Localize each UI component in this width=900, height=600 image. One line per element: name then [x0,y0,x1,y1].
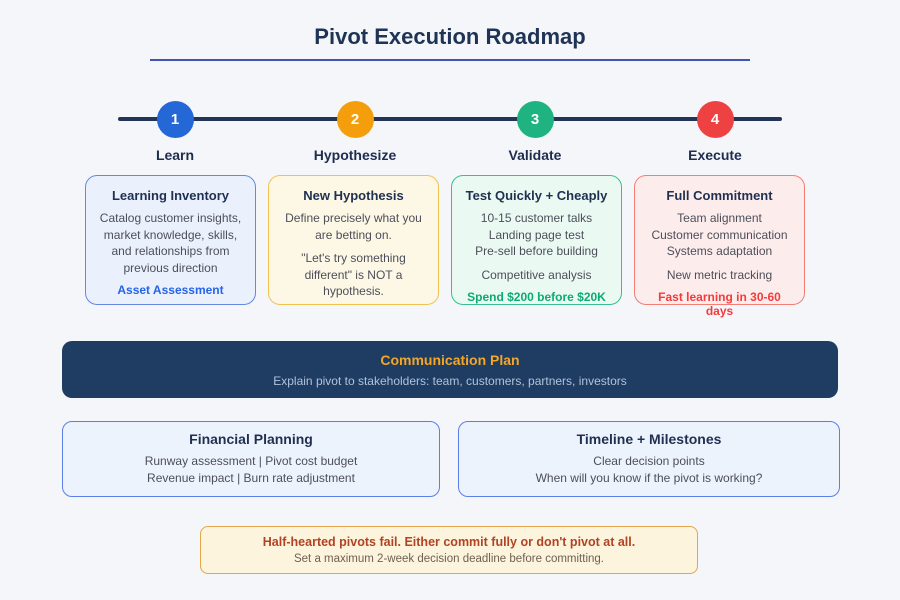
step-label-execute: Execute [688,147,742,163]
info-card-title: Timeline + Milestones [576,431,722,448]
timeline-step-validate: 3 Validate [475,101,595,163]
step-label-hypothesize: Hypothesize [313,147,397,163]
title-underline [150,59,750,61]
card-body-line: 10-15 customer talks [480,211,593,225]
page-title: Pivot Execution Roadmap [314,24,586,49]
step-label-validate: Validate [508,147,562,163]
info-card-line: Runway assessment | Pivot cost budget [144,454,358,469]
card-title: Learning Inventory [111,188,230,203]
card-title: New Hypothesis [303,188,404,203]
info-card-financial-planning: Financial Planning Runway assessment | P… [62,421,440,497]
card-body-line: Competitive analysis [481,267,592,282]
card-footer: Spend $200 before $20K [467,290,606,305]
card-body-line: Define precisely what you are betting on… [285,211,422,242]
timeline-step-execute: 4 Execute [655,101,775,163]
card-title: Full Commitment [666,188,773,203]
card-body-line: "Let's try something different" is NOT a… [301,251,406,299]
step-circle-2: 2 [336,101,374,138]
warning-note-title: Half-hearted pivots fail. Either commit … [262,535,636,549]
phase-card-row: Learning Inventory Catalog customer insi… [85,175,805,318]
card-body-line: Team alignment [677,211,762,225]
timeline-line [118,117,782,121]
info-card-timeline-milestones: Timeline + Milestones Clear decision poi… [458,421,840,497]
phase-card-full-commitment: Full Commitment Team alignment Customer … [634,175,805,318]
banner-subtitle: Explain pivot to stakeholders: team, cus… [273,373,627,388]
card-title: Test Quickly + Cheaply [465,188,608,203]
banner-title: Communication Plan [380,351,520,368]
step-label-learn: Learn [155,147,195,163]
warning-note-subtitle: Set a maximum 2-week decision deadline b… [293,553,604,565]
step-circle-1: 1 [156,101,194,138]
phase-card-test-quickly: Test Quickly + Cheaply 10-15 customer ta… [451,175,622,305]
card-body-line: Landing page test [488,227,585,242]
card-footer: Asset Assessment [117,283,224,298]
info-card-line: When will you know if the pivot is worki… [535,471,763,485]
timeline-step-hypothesize: 2 Hypothesize [295,101,415,163]
info-card-title: Financial Planning [189,431,313,448]
step-circle-3: 3 [516,101,554,138]
info-card-line: Revenue impact | Burn rate adjustment [147,471,355,485]
warning-note: Half-hearted pivots fail. Either commit … [200,526,698,574]
communication-plan-banner: Communication Plan Explain pivot to stak… [62,341,838,398]
phase-card-learning-inventory: Learning Inventory Catalog customer insi… [85,175,256,305]
step-circle-4: 4 [696,101,734,138]
phase-card-new-hypothesis: New Hypothesis Define precisely what you… [268,175,439,305]
timeline-step-learn: 1 Learn [115,101,235,163]
card-body-line: Customer communication [651,227,788,242]
card-body-line: New metric tracking [666,267,773,282]
card-body-line: Pre-sell before building [475,244,598,259]
card-body-line: Systems adaptation [666,244,773,259]
card-body-line: Catalog customer insights, market knowle… [99,211,242,275]
card-footer: Fast learning in 30-60 days [658,290,781,319]
info-card-line: Clear decision points [593,454,705,469]
